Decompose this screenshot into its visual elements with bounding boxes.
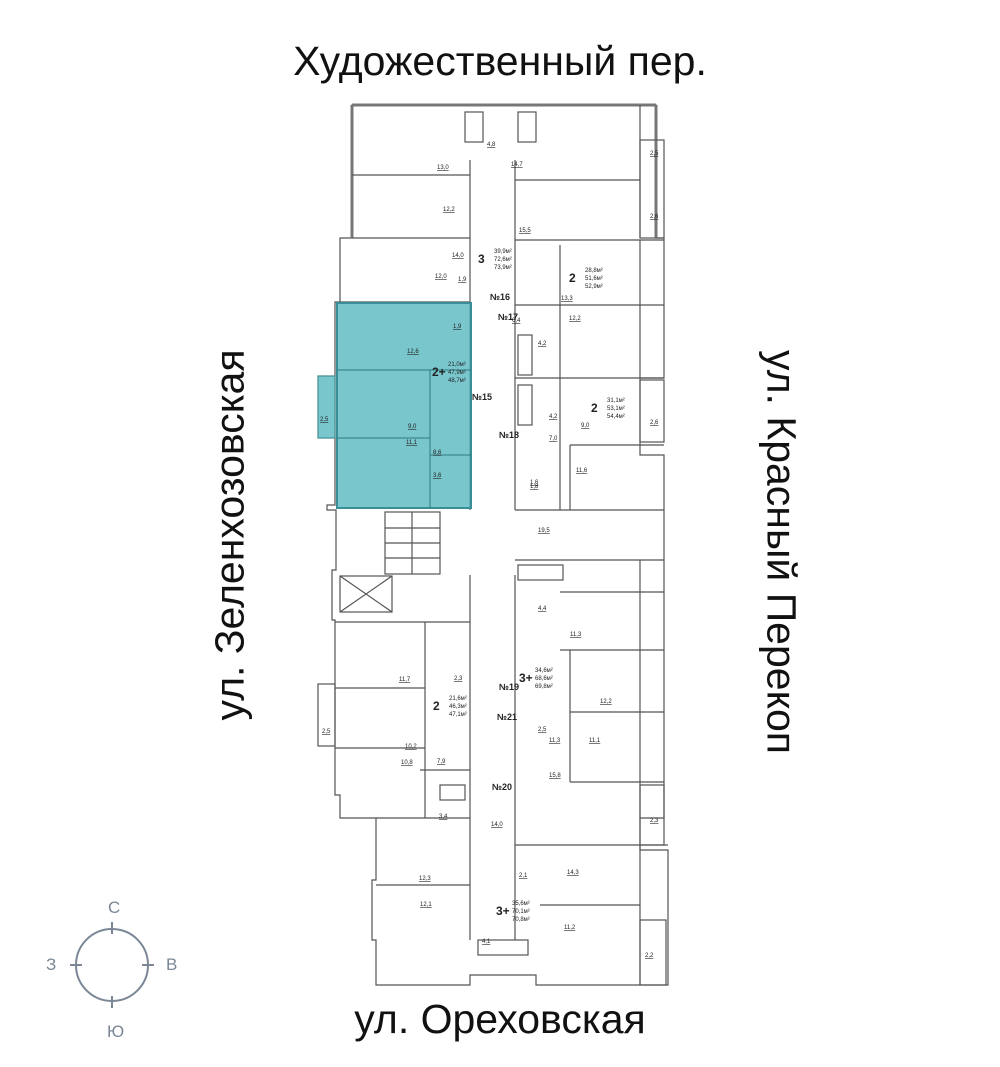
room-area-label: 4,8 — [487, 142, 496, 148]
apartment-total-a16: 72,6м² — [494, 257, 512, 263]
room-area-label: 4,2 — [549, 414, 558, 420]
apartment-full-a18: 54,4м² — [607, 414, 625, 420]
highlighted-apartment-15[interactable] — [336, 302, 472, 509]
room-area-label: 10,2 — [405, 744, 417, 750]
apartment-rooms-a21: 2 — [433, 699, 440, 713]
room-area-label: 4,1 — [482, 939, 491, 945]
apartment-living-a18: 31,1м² — [607, 398, 625, 404]
apartment-total-a21: 46,3м² — [449, 704, 467, 710]
room-area-label: 1,9 — [453, 324, 462, 330]
apartment-number-a21: №21 — [497, 712, 517, 722]
apartment-living-a16: 39,9м² — [494, 249, 512, 255]
room-area-label: 4,2 — [538, 341, 547, 347]
room-area-label: 9,0 — [581, 423, 590, 429]
apartment-rooms-a20: 3+ — [496, 904, 510, 918]
apartment-total-a18: 53,1м² — [607, 406, 625, 412]
apartment-number-a17: №17 — [498, 312, 518, 322]
room-area-label: 10,8 — [401, 760, 413, 766]
room-area-label: 11,1 — [589, 738, 601, 744]
room-area-label: 2,1 — [519, 873, 528, 879]
apartment-living-a20: 35,6м² — [512, 901, 530, 907]
room-area-label: 2,6 — [650, 420, 659, 426]
room-area-label: 11,3 — [549, 738, 561, 744]
room-area-label: 12,6 — [407, 349, 419, 355]
apartment-number-a15: №15 — [472, 392, 492, 402]
apartment-rooms-a17: 2 — [569, 271, 576, 285]
room-area-label: 4,4 — [538, 606, 547, 612]
room-area-label: 2,6 — [650, 214, 659, 220]
room-area-label: 14,0 — [452, 253, 464, 259]
room-area-label: 11,6 — [576, 468, 588, 474]
apartment-full-a19: 69,8м² — [535, 684, 553, 690]
room-area-label: 2,2 — [645, 953, 654, 959]
room-area-label: 3,4 — [439, 814, 448, 820]
compass-icon — [70, 922, 154, 1008]
room-area-label: 2,5 — [650, 151, 659, 157]
room-area-label: 15,5 — [519, 228, 531, 234]
apartment-total-a19: 68,6м² — [535, 676, 553, 682]
compass-east-label: В — [166, 955, 178, 974]
room-area-label: 12,2 — [569, 316, 581, 322]
compass-north-label: С — [108, 898, 121, 917]
room-area-label: 14,3 — [567, 870, 579, 876]
room-area-label: 6,4 — [512, 318, 521, 324]
apartment-total-a20: 70,1м² — [512, 909, 530, 915]
room-area-label: 12,1 — [420, 902, 432, 908]
apartment-rooms-a18: 2 — [591, 401, 598, 415]
apartment-full-a20: 70,8м² — [512, 917, 530, 923]
building-outline — [326, 104, 669, 986]
room-area-label: 11,2 — [564, 925, 576, 931]
room-area-label: 1,6 — [530, 480, 539, 486]
apartment-number-a18: №18 — [499, 430, 519, 440]
room-area-label: 11,1 — [406, 440, 418, 446]
room-area-label: 8,6 — [433, 450, 442, 456]
apartment-full-a15: 48,7м² — [448, 378, 466, 384]
apartment-number-a16: №16 — [490, 292, 510, 302]
apartment-rooms-a19: 3+ — [519, 671, 533, 685]
room-area-label: 14,7 — [511, 162, 523, 168]
room-area-label: 13,3 — [561, 296, 573, 302]
street-label-south: ул. Ореховская — [354, 996, 646, 1042]
apartment-rooms-a15: 2+ — [432, 365, 446, 379]
room-area-label: 11,7 — [399, 677, 411, 683]
apartment-full-a16: 73,9м² — [494, 265, 512, 271]
apartment-full-a21: 47,1м² — [449, 712, 467, 718]
room-area-label: 12,0 — [435, 274, 447, 280]
apartment-number-a19: №19 — [499, 682, 519, 692]
room-area-label: 2,5 — [538, 727, 547, 733]
apartment-living-a21: 21,6м² — [449, 696, 467, 702]
room-area-label: 19,5 — [538, 528, 550, 534]
room-area-label: 12,3 — [419, 876, 431, 882]
room-area-label: 12,2 — [443, 207, 455, 213]
room-area-label: 1,8 — [530, 484, 539, 490]
apartment-total-a17: 51,6м² — [585, 276, 603, 282]
room-area-label: 2,5 — [322, 729, 331, 735]
apartment-living-a17: 28,8м² — [585, 268, 603, 274]
street-label-north: Художественный пер. — [293, 38, 707, 84]
room-area-label: 1,9 — [458, 277, 467, 283]
room-area-label: 2,5 — [320, 417, 329, 423]
room-area-label: 12,2 — [600, 699, 612, 705]
room-area-label: 15,8 — [549, 773, 561, 779]
compass-south-label: Ю — [107, 1022, 125, 1041]
room-area-label: 2,3 — [650, 818, 659, 824]
room-area-label: 14,0 — [491, 822, 503, 828]
apartment-rooms-a16: 3 — [478, 252, 485, 266]
compass-west-label: З — [46, 955, 57, 974]
room-area-label: 11,3 — [570, 632, 582, 638]
room-area-label: 7,0 — [549, 436, 558, 442]
room-area-label: 3,6 — [433, 473, 442, 479]
apartment-living-a15: 21,0м² — [448, 362, 466, 368]
room-area-label: 13,0 — [437, 165, 449, 171]
apartment-number-a20: №20 — [492, 782, 512, 792]
apartment-full-a17: 52,9м² — [585, 284, 603, 290]
room-area-label: 2,3 — [454, 676, 463, 682]
apartment-total-a15: 47,9м² — [448, 370, 466, 376]
room-area-label: 9,0 — [408, 424, 417, 430]
room-area-label: 7,9 — [437, 759, 446, 765]
apartment-living-a19: 34,6м² — [535, 668, 553, 674]
